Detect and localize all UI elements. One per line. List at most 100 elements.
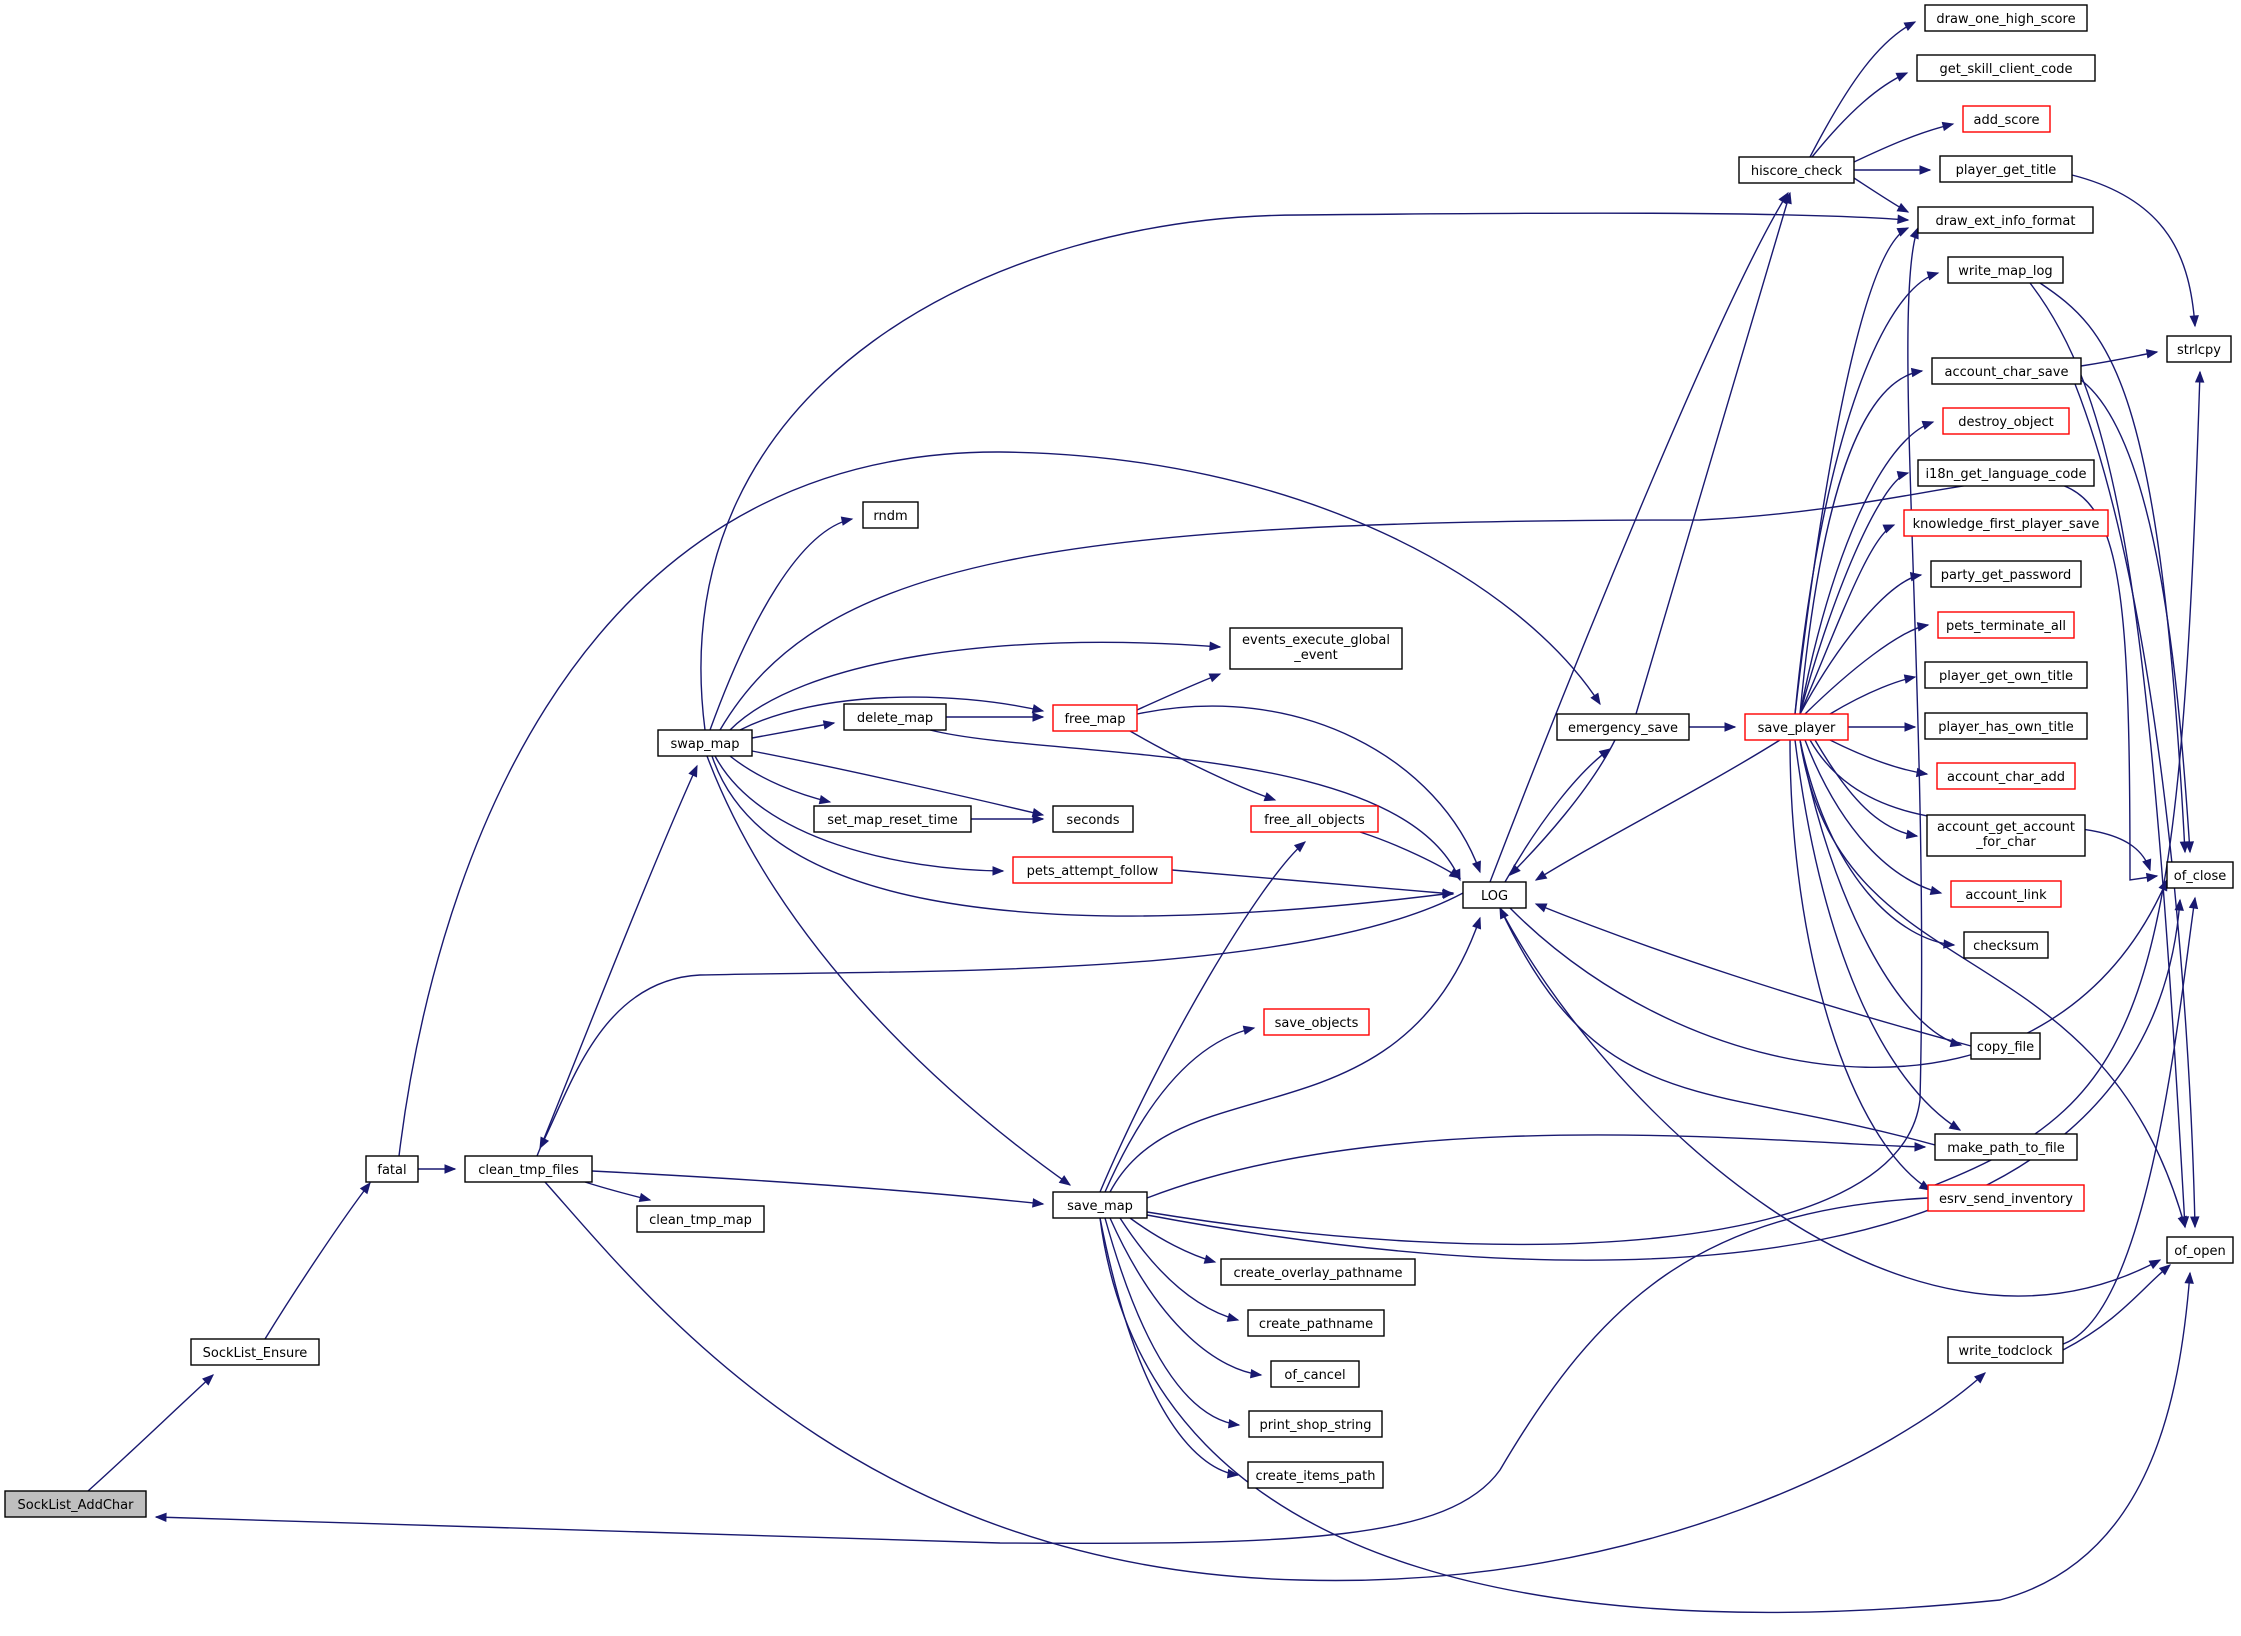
node-rndm[interactable]: rndm (862, 501, 919, 529)
node-destroy-object[interactable]: destroy_object (1942, 407, 2070, 435)
edge-arrowhead (1227, 1418, 1241, 1429)
node-create-items[interactable]: create_items_path (1247, 1461, 1384, 1489)
node-box (1926, 814, 2086, 857)
node-label: fatal (377, 1163, 406, 1178)
node-sock-addchar[interactable]: SockList_AddChar (4, 1490, 147, 1518)
edge-swap_map-to-of_close (719, 479, 2159, 883)
node-make-path[interactable]: make_path_to_file (1934, 1133, 2078, 1161)
node-draw-ext[interactable]: draw_ext_info_format (1917, 206, 2094, 234)
edge-pets_attempt_follow-to-log (1171, 869, 1455, 898)
node-label: player_get_title (1956, 163, 2057, 178)
node-of-cancel[interactable]: of_cancel (1270, 1360, 1360, 1388)
node-create-overlay[interactable]: create_overlay_pathname (1220, 1258, 1416, 1286)
edge-copy_file-to-log (1534, 903, 1972, 1047)
node-create-pathname[interactable]: create_pathname (1247, 1309, 1385, 1337)
node-copy-file[interactable]: copy_file (1970, 1032, 2041, 1060)
node-seconds[interactable]: seconds (1052, 805, 1134, 833)
edge-write_todclock-to-of_close (2059, 896, 2199, 1346)
node-label: player_has_own_title (1938, 720, 2074, 735)
node-events-exec[interactable]: events_execute_global_event (1229, 627, 1403, 670)
edge-line (1789, 739, 1931, 1191)
node-get-own-title[interactable]: player_get_own_title (1924, 661, 2088, 689)
edge-arrowhead (1896, 202, 1910, 213)
node-draw-one-high[interactable]: draw_one_high_score (1924, 4, 2088, 32)
node-swap-map[interactable]: swap_map (657, 729, 753, 757)
node-log[interactable]: LOG (1462, 881, 1527, 909)
node-label: i18n_get_language_code (1925, 467, 2086, 482)
node-of-open[interactable]: of_open (2166, 1236, 2234, 1264)
node-pets-attempt-follow[interactable]: pets_attempt_follow (1012, 856, 1173, 884)
node-sock-ensure[interactable]: SockList_Ensure (190, 1338, 320, 1366)
node-set-map-reset-time[interactable]: set_map_reset_time (813, 805, 972, 833)
node-free-all-objects[interactable]: free_all_objects (1250, 805, 1379, 833)
edge-line (1119, 1217, 1239, 1321)
edge-line (700, 212, 1909, 731)
node-i18n[interactable]: i18n_get_language_code (1917, 459, 2095, 487)
node-write-todclock[interactable]: write_todclock (1947, 1336, 2064, 1364)
node-clean-tmp-files[interactable]: clean_tmp_files (464, 1155, 593, 1183)
edge-line (1799, 739, 2186, 1228)
edge-save_player-to-get_own_title (1829, 674, 1917, 715)
node-label: events_execute_global (1242, 633, 1390, 648)
node-account-char-save[interactable]: account_char_save (1931, 357, 2082, 385)
node-box (1052, 704, 1138, 732)
node-account-char-add[interactable]: account_char_add (1936, 762, 2076, 790)
node-free-map[interactable]: free_map (1052, 704, 1138, 732)
node-of-close[interactable]: of_close (2166, 861, 2234, 889)
node-has-own-title[interactable]: player_has_own_title (1924, 712, 2088, 740)
node-account-get[interactable]: account_get_account_for_char (1926, 814, 2086, 857)
node-save-player[interactable]: save_player (1744, 713, 1849, 741)
node-hiscore-check[interactable]: hiscore_check (1738, 156, 1855, 184)
edges-layer (87, 21, 2205, 1614)
node-label: of_cancel (1284, 1368, 1345, 1383)
edge-save_map-to-create_overlay (1129, 1217, 1217, 1264)
edge-line (1104, 1217, 1240, 1426)
edge-line (711, 755, 1454, 917)
edge-hiscore_check-to-draw_one_high (1809, 21, 1917, 158)
node-get-skill[interactable]: get_skill_client_code (1916, 54, 2096, 82)
edge-save_player-to-account_char_add (1829, 739, 1929, 778)
edge-line (1146, 227, 1923, 1246)
edge-line (1099, 1217, 2191, 1614)
edge-arrowhead (359, 1181, 371, 1195)
edge-arrowhead (1909, 226, 1919, 240)
node-checksum[interactable]: checksum (1963, 931, 2049, 959)
node-strlcpy[interactable]: strlcpy (2166, 335, 2232, 363)
node-emergency-save[interactable]: emergency_save (1556, 713, 1690, 741)
node-print-shop[interactable]: print_shop_string (1248, 1410, 1383, 1438)
node-account-link[interactable]: account_link (1950, 880, 2062, 908)
node-esrv[interactable]: esrv_send_inventory (1927, 1184, 2085, 1212)
edge-line (2080, 379, 2191, 853)
node-fatal[interactable]: fatal (365, 1155, 419, 1183)
node-pets-term[interactable]: pets_terminate_all (1937, 611, 2075, 639)
edge-account_char_save-to-strlcpy (2080, 349, 2159, 367)
node-knowledge[interactable]: knowledge_first_player_save (1903, 509, 2109, 537)
edge-log-to-emergency_save (1504, 748, 1612, 883)
edge-sock_addchar-to-sock_ensure (87, 1374, 214, 1492)
node-label: create_items_path (1256, 1469, 1376, 1484)
edge-line (2059, 897, 2196, 1346)
node-delete-map[interactable]: delete_map (843, 703, 947, 731)
edge-line (1799, 370, 1923, 715)
edge-arrowhead (1442, 888, 1455, 898)
node-save-objects[interactable]: save_objects (1263, 1008, 1370, 1036)
edge-swap_map-to-seconds (751, 750, 1045, 818)
node-add-score[interactable]: add_score (1962, 105, 2051, 133)
node-player-get-title[interactable]: player_get_title (1939, 155, 2073, 183)
edge-line (1509, 739, 1616, 876)
edge-arrowhead (1058, 1175, 1072, 1186)
edge-line (1104, 1027, 1255, 1193)
node-label: pets_attempt_follow (1027, 864, 1159, 879)
edge-arrowhead (688, 764, 698, 778)
node-save-map[interactable]: save_map (1052, 1191, 1148, 1219)
node-write-map-log[interactable]: write_map_log (1947, 256, 2064, 284)
edge-arrowhead (2184, 841, 2195, 854)
node-party-pw[interactable]: party_get_password (1930, 560, 2082, 588)
node-label: copy_file (1977, 1040, 2034, 1055)
node-label: save_player (1758, 721, 1836, 736)
edge-arrowhead (992, 866, 1005, 876)
edge-arrowhead (1916, 622, 1930, 632)
node-clean-tmp-map[interactable]: clean_tmp_map (636, 1205, 765, 1233)
edge-line (591, 1170, 1044, 1205)
